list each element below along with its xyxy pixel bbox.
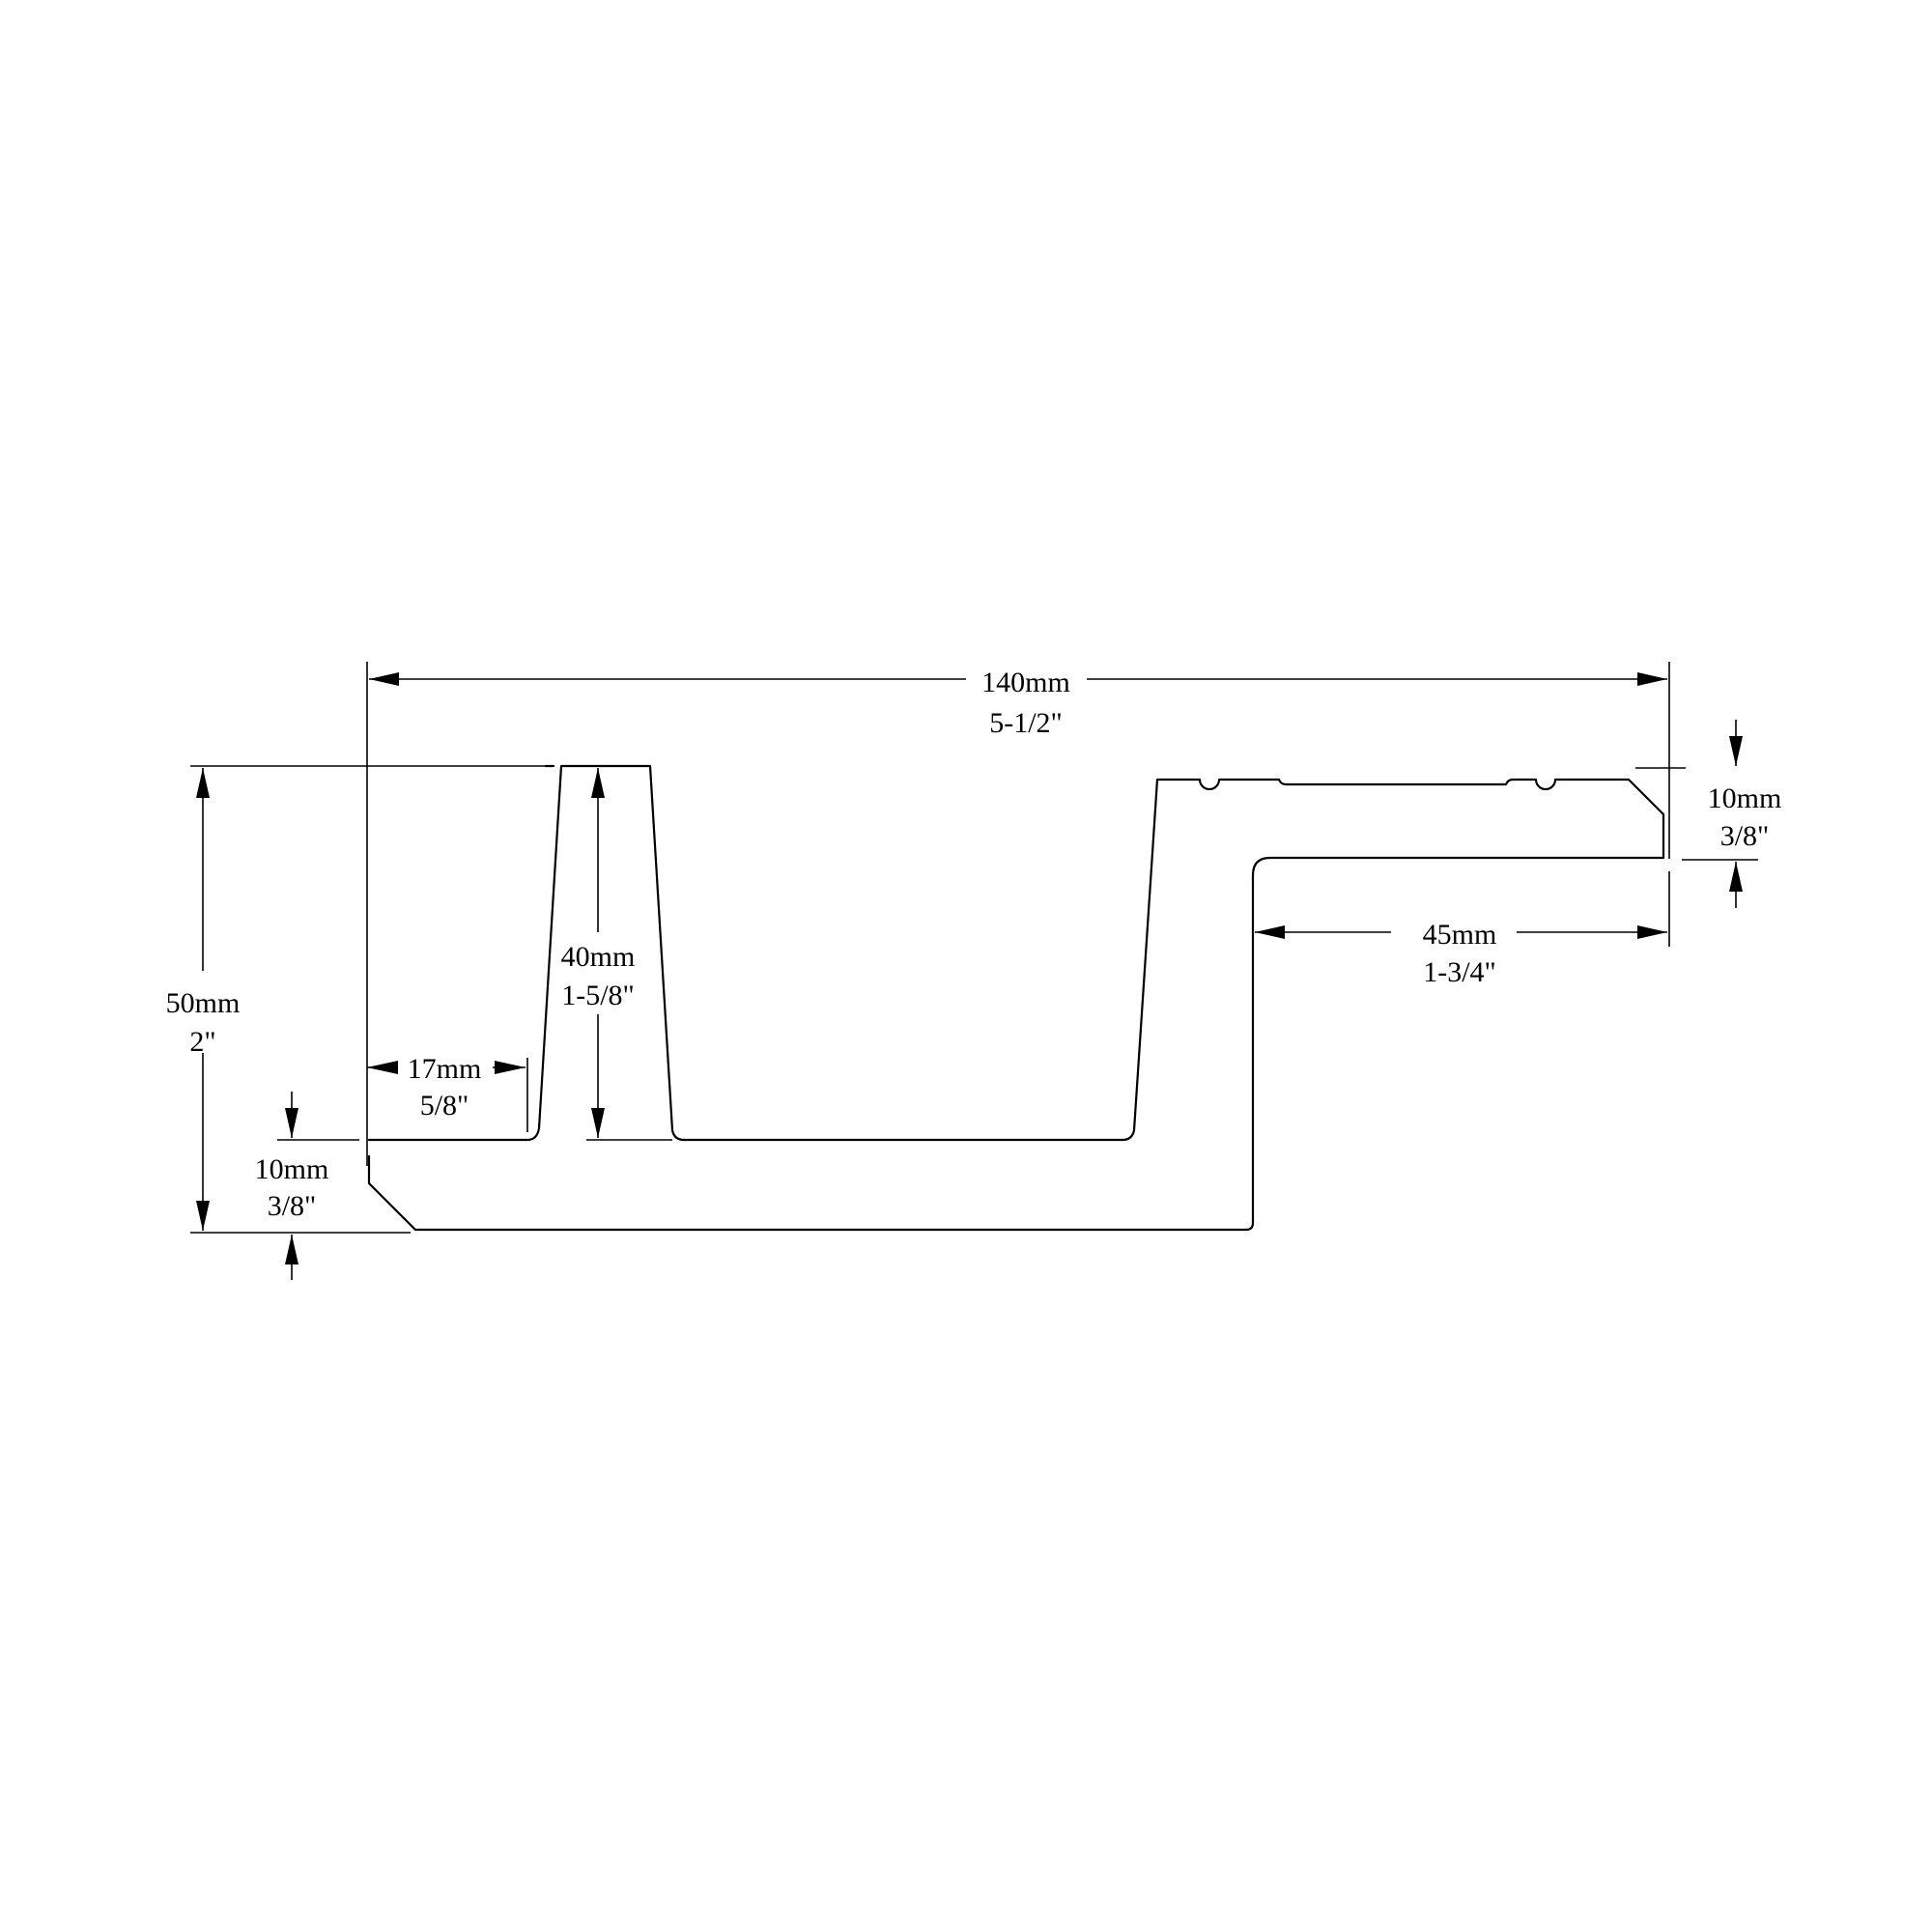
web-height-metric: 40mm <box>561 941 636 973</box>
base-thickness-metric: 10mm <box>255 1153 329 1185</box>
overall-height-metric: 50mm <box>166 987 241 1019</box>
right-flange-thickness-metric: 10mm <box>1708 782 1782 814</box>
arrow-right <box>1637 672 1667 686</box>
right-overhang-metric: 45mm <box>1423 919 1497 951</box>
arrow-down <box>285 1108 298 1138</box>
dim-right-flange-thickness: 10mm 3/8" <box>1708 720 1782 908</box>
right-overhang-imperial: 1-3/4" <box>1423 956 1496 988</box>
dim-overall-height: 50mm 2" <box>166 768 241 1231</box>
arrow-down <box>196 1201 210 1231</box>
arrow-left <box>1255 925 1285 939</box>
arrow-down <box>1729 736 1743 766</box>
extension-lines <box>190 662 1758 1234</box>
dim-overall-width: 140mm 5-1/2" <box>369 667 1667 739</box>
left-flange-imperial: 5/8" <box>420 1090 469 1122</box>
arrow-right <box>495 1061 526 1074</box>
arrow-up <box>591 768 605 798</box>
dim-base-thickness: 10mm 3/8" <box>255 1092 329 1280</box>
dim-right-overhang: 45mm 1-3/4" <box>1255 919 1667 988</box>
web-height-imperial: 1-5/8" <box>561 980 635 1011</box>
arrow-left <box>367 1061 398 1074</box>
dim-web-height: 40mm 1-5/8" <box>561 768 636 1138</box>
arrow-right <box>1637 925 1667 939</box>
arrow-down <box>591 1108 605 1138</box>
overall-width-metric: 140mm <box>981 667 1070 698</box>
overall-height-imperial: 2" <box>189 1026 215 1058</box>
profile-outline <box>367 764 1665 1232</box>
arrow-up <box>1729 862 1743 892</box>
left-flange-metric: 17mm <box>408 1053 482 1085</box>
overall-width-imperial: 5-1/2" <box>989 707 1063 739</box>
arrow-up <box>285 1235 298 1264</box>
right-flange-thickness-imperial: 3/8" <box>1720 820 1770 852</box>
base-thickness-imperial: 3/8" <box>268 1190 317 1222</box>
arrow-left <box>369 672 399 686</box>
profile-main-outline <box>367 764 1665 1232</box>
arrow-up <box>196 768 210 798</box>
dim-left-flange: 17mm 5/8" <box>367 1053 526 1122</box>
